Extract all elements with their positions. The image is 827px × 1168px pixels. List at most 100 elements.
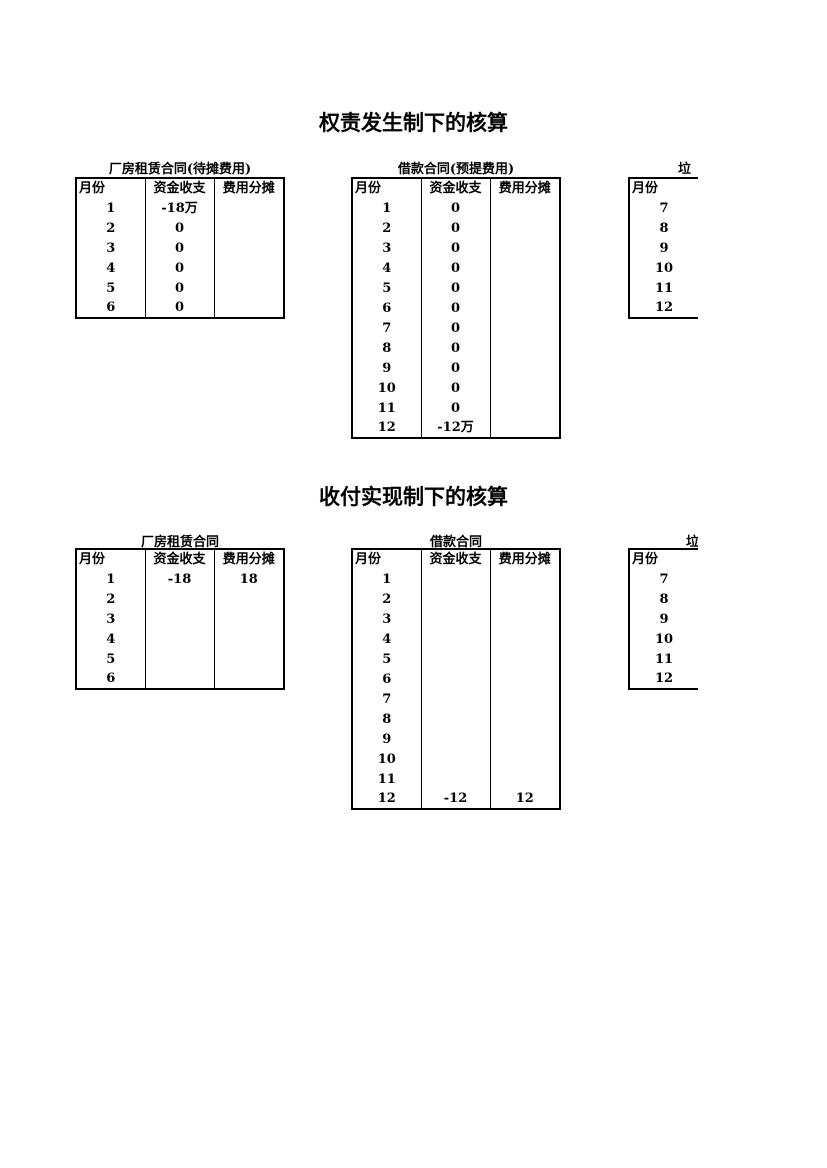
cash-flow-cell: 0 bbox=[144, 238, 214, 258]
month-cell: 4 bbox=[351, 258, 421, 278]
table-caption: 垃 bbox=[686, 535, 698, 550]
expense-allocation-cell bbox=[489, 669, 561, 689]
month-cell: 1 bbox=[75, 569, 145, 589]
cash-flow-cell: -12万 bbox=[420, 418, 490, 439]
expense-allocation-cell bbox=[213, 629, 285, 649]
column-header: 费用分摊 bbox=[489, 177, 561, 198]
cash-flow-cell: 0 bbox=[420, 258, 490, 278]
month-cell: 10 bbox=[628, 629, 698, 649]
month-cell: 5 bbox=[75, 278, 145, 298]
month-cell: 11 bbox=[351, 398, 421, 418]
month-cell: 5 bbox=[75, 649, 145, 669]
expense-allocation-cell bbox=[213, 278, 285, 298]
table-row: 11 bbox=[628, 278, 698, 298]
table-row: 10 bbox=[628, 258, 698, 278]
table-row: 1 bbox=[351, 569, 561, 589]
month-cell: 11 bbox=[351, 769, 421, 789]
table-header-row: 月份 bbox=[628, 177, 698, 198]
expense-allocation-cell bbox=[489, 418, 561, 439]
expense-allocation-cell bbox=[213, 298, 285, 319]
month-cell: 12 bbox=[351, 789, 421, 810]
table-row: 7 bbox=[351, 689, 561, 709]
cash-flow-cell: 0 bbox=[144, 298, 214, 319]
month-cell: 12 bbox=[628, 669, 698, 690]
cash-flow-cell bbox=[420, 589, 490, 609]
column-header: 资金收支 bbox=[144, 548, 214, 569]
expense-allocation-cell bbox=[489, 218, 561, 238]
cash-flow-cell: 0 bbox=[144, 218, 214, 238]
cash-flow-cell: 0 bbox=[144, 258, 214, 278]
column-header: 资金收支 bbox=[144, 177, 214, 198]
month-cell: 2 bbox=[75, 218, 145, 238]
table-row: 9 bbox=[628, 609, 698, 629]
expense-allocation-cell bbox=[489, 338, 561, 358]
expense-allocation-cell bbox=[489, 609, 561, 629]
cash-flow-cell: 0 bbox=[420, 318, 490, 338]
cash-flow-cell bbox=[420, 609, 490, 629]
table-row: 9 bbox=[628, 238, 698, 258]
expense-allocation-cell bbox=[489, 318, 561, 338]
table-header-row: 月份资金收支费用分摊 bbox=[75, 548, 285, 569]
expense-allocation-cell bbox=[489, 709, 561, 729]
table-row: 3 bbox=[75, 609, 285, 629]
cash-flow-cell bbox=[420, 669, 490, 689]
month-cell: 9 bbox=[628, 238, 698, 258]
cash-flow-cell: -18 bbox=[144, 569, 214, 589]
expense-allocation-cell bbox=[489, 689, 561, 709]
month-cell: 8 bbox=[351, 709, 421, 729]
expense-allocation-cell bbox=[489, 278, 561, 298]
month-cell: 7 bbox=[351, 689, 421, 709]
expense-allocation-cell bbox=[213, 649, 285, 669]
expense-allocation-cell bbox=[213, 258, 285, 278]
column-header: 资金收支 bbox=[420, 177, 490, 198]
cash-flow-cell bbox=[420, 649, 490, 669]
column-header: 月份 bbox=[75, 548, 145, 569]
month-cell: 3 bbox=[351, 609, 421, 629]
cash-flow-cell: 0 bbox=[420, 398, 490, 418]
table-row: 6 bbox=[351, 669, 561, 689]
month-cell: 12 bbox=[351, 418, 421, 439]
month-cell: 6 bbox=[351, 298, 421, 318]
table-row: 5 bbox=[75, 649, 285, 669]
table-row: 4 bbox=[351, 629, 561, 649]
table-caption: 借款合同(预提费用) bbox=[397, 162, 515, 177]
month-cell: 10 bbox=[628, 258, 698, 278]
cash-flow-cell bbox=[420, 749, 490, 769]
expense-allocation-cell bbox=[489, 729, 561, 749]
cash-flow-cell: -18万 bbox=[144, 198, 214, 218]
month-cell: 1 bbox=[351, 569, 421, 589]
column-header: 月份 bbox=[628, 548, 698, 569]
month-cell: 11 bbox=[628, 278, 698, 298]
table-row: 12-12万 bbox=[351, 418, 561, 439]
month-cell: 5 bbox=[351, 649, 421, 669]
cash-flow-cell: -12 bbox=[420, 789, 490, 810]
table-row: 10 bbox=[351, 749, 561, 769]
month-cell: 9 bbox=[628, 609, 698, 629]
cash-flow-cell: 0 bbox=[420, 278, 490, 298]
month-cell: 7 bbox=[628, 569, 698, 589]
table-header-row: 月份 bbox=[628, 548, 698, 569]
table-row: 8 bbox=[628, 218, 698, 238]
table-row: 8 bbox=[351, 709, 561, 729]
table-caption: 厂房租赁合同(待摊费用) bbox=[108, 162, 252, 177]
cash-flow-cell: 0 bbox=[420, 238, 490, 258]
table-caption: 厂房租赁合同 bbox=[140, 535, 219, 550]
expense-allocation-cell: 18 bbox=[213, 569, 285, 589]
